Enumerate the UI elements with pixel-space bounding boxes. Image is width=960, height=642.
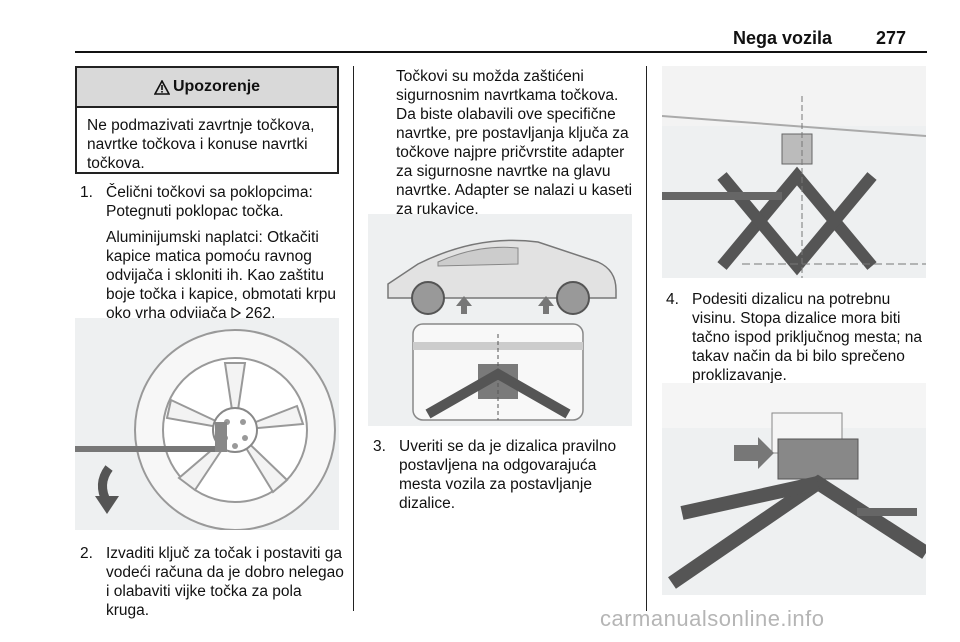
- step-4: 4. Podesiti dizalicu na potrebnu visinu.…: [666, 290, 932, 385]
- header-rule: [75, 51, 927, 53]
- page-reference-arrow-icon: [231, 306, 242, 320]
- section-title: Nega vozila: [733, 28, 833, 48]
- watermark: carmanualsonline.info: [600, 606, 825, 631]
- car-illustration: [387, 239, 617, 421]
- step-paragraph: Izvaditi ključ za točak i postaviti ga v…: [106, 545, 344, 619]
- step-number: 3.: [373, 438, 386, 455]
- column-divider-1: [353, 66, 354, 611]
- warning-title: Upozorenje: [172, 78, 261, 95]
- jack-positioning-illustration: [662, 66, 926, 278]
- car-jack-points-illustration: [368, 214, 632, 426]
- step-1: 1. Čelični točkovi sa poklopcima: Potegn…: [80, 183, 350, 323]
- warning-header: Upozorenje: [77, 68, 337, 108]
- step-paragraph: Čelični točkovi sa poklopcima: Potegnuti…: [106, 184, 313, 220]
- step-number: 2.: [80, 545, 93, 562]
- step-number: 1.: [80, 184, 93, 201]
- step-paragraph: Podesiti dizalicu na potrebnu visinu. St…: [692, 291, 923, 384]
- column-divider-2: [646, 66, 647, 611]
- jack-illustration-top: [662, 66, 926, 278]
- step-paragraph: Aluminijumski naplatci: Otkačiti kapice …: [106, 229, 337, 322]
- locking-nut-note: Točkovi su možda zaštićeni sigurnosnim n…: [396, 68, 633, 218]
- warning-text: Ne podmazivati zavrtnje točkova, navrtke…: [87, 117, 315, 172]
- warning-triangle-icon: [153, 79, 170, 95]
- step-number: 4.: [666, 291, 679, 308]
- warning-box: Upozorenje Ne podmazivati zavrtnje točko…: [75, 66, 339, 174]
- page-reference: 262.: [245, 305, 276, 322]
- wheel-wrench-illustration: [75, 318, 339, 530]
- step-2: 2. Izvaditi ključ za točak i postaviti g…: [80, 544, 348, 620]
- page-number: 277: [876, 28, 907, 48]
- wheel-illustration: [75, 329, 336, 530]
- step-3: 3. Uveriti se da je dizalica pravilno po…: [373, 437, 641, 513]
- step-paragraph: Uveriti se da je dizalica pravilno posta…: [399, 438, 617, 512]
- jack-illustration-bottom: [662, 383, 926, 589]
- jack-detail-illustration: [662, 383, 926, 595]
